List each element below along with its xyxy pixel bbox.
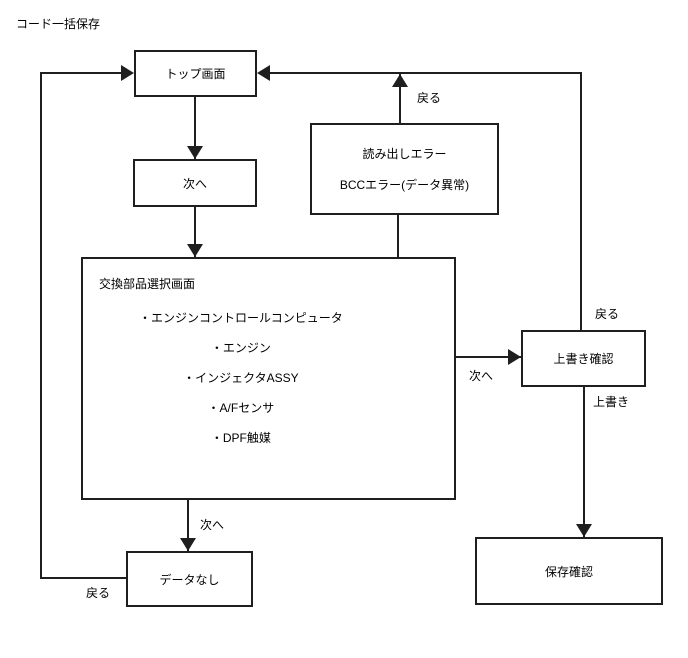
edge-parts-to-nodata (187, 500, 189, 551)
edge-label-error-back: 戻る (417, 89, 442, 106)
parts-item-af-sensor: ・A/Fセンサ (207, 401, 275, 415)
edge-overwrite-to-save (583, 387, 585, 537)
node-no-data: データなし (126, 551, 253, 607)
arrowhead-into-nodata (180, 538, 196, 551)
edge-overwrite-return-vertical (580, 72, 582, 330)
edge-top-return-horizontal (270, 72, 582, 74)
parts-item-injector: ・インジェクタASSY (183, 371, 299, 385)
parts-item-engine: ・エンジン (210, 341, 271, 355)
node-top-screen: トップ画面 (134, 50, 257, 97)
arrowhead-into-next (187, 146, 203, 159)
edge-left-return-into-top (40, 72, 124, 74)
node-next-label: 次へ (182, 176, 207, 191)
arrowhead-error-to-topline (392, 74, 408, 87)
parts-item-dpf: ・DPF触媒 (210, 431, 271, 445)
edge-nodata-to-left (40, 577, 126, 579)
node-save-confirm-label: 保存確認 (544, 564, 593, 579)
arrowhead-into-save (576, 524, 592, 537)
arrowhead-into-top-right (257, 65, 270, 81)
arrowhead-into-overwrite (508, 349, 521, 365)
node-parts-select-label: 交換部品選択画面 (99, 277, 196, 291)
edge-parts-to-error (397, 215, 399, 257)
node-save-confirm: 保存確認 (475, 537, 663, 605)
node-read-error: 読み出しエラー BCCエラー(データ異常) (310, 123, 499, 215)
parts-item-list: ・エンジンコントロールコンピュータ ・エンジン ・インジェクタASSY ・A/F… (139, 303, 343, 453)
node-top-screen-label: トップ画面 (165, 67, 226, 81)
edge-label-overwrite-do: 上書き (593, 393, 630, 410)
diagram-title: コード一括保存 (16, 17, 101, 31)
node-next: 次へ (133, 159, 257, 207)
edge-label-nodata-back: 戻る (86, 584, 111, 601)
parts-item-ecu: ・エンジンコントロールコンピュータ (139, 311, 343, 325)
edge-top-to-next (194, 97, 196, 159)
edge-label-parts-next-down: 次へ (200, 516, 225, 533)
edge-label-overwrite-back: 戻る (595, 305, 620, 322)
arrowhead-into-top-left (121, 65, 134, 81)
node-overwrite-confirm: 上書き確認 (521, 330, 646, 387)
edge-parts-to-overwrite (455, 356, 521, 358)
edge-left-return-vertical (40, 72, 42, 579)
arrowhead-into-parts (187, 244, 203, 257)
node-overwrite-confirm-label: 上書き確認 (553, 352, 614, 366)
edge-error-to-topline (399, 74, 401, 123)
node-read-error-line2: BCCエラー(データ異常) (339, 178, 470, 192)
node-read-error-line1: 読み出しエラー (362, 147, 447, 161)
edge-next-to-parts (194, 207, 196, 257)
edge-label-parts-next-right: 次へ (469, 367, 494, 384)
node-no-data-label: データなし (159, 572, 220, 587)
node-parts-select: 交換部品選択画面 ・エンジンコントロールコンピュータ ・エンジン ・インジェクタ… (81, 257, 456, 500)
